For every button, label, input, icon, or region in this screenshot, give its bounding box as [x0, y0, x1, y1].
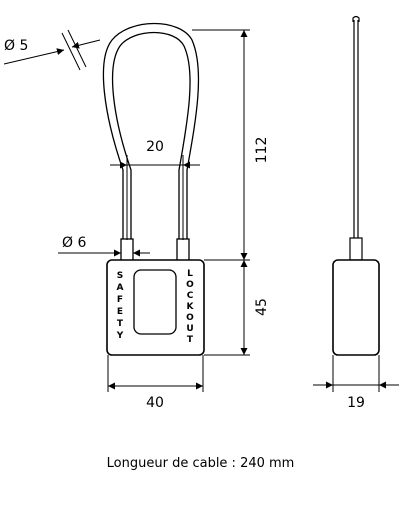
shackle-spacing-label: 20: [146, 139, 164, 155]
lockout-letter: C: [187, 291, 194, 301]
lockout-letter: O: [186, 313, 194, 323]
safety-letter: Y: [116, 331, 124, 341]
lockout-label: L O C K O U T: [186, 269, 194, 345]
cable-height-label: 112: [254, 137, 270, 164]
lockout-letter: O: [186, 280, 194, 290]
safety-letter: F: [117, 295, 123, 305]
side-ferrule: [349, 237, 363, 261]
safety-letter: E: [117, 307, 123, 317]
body-height-dimension: 45: [204, 260, 270, 356]
body-width-dimension: 40: [107, 355, 204, 411]
cable-length-caption: Longueur de cable : 240 mm: [106, 456, 295, 471]
shackle-diameter-dimension: Ø 6: [58, 235, 150, 257]
cable-height-dimension: 112: [192, 29, 270, 261]
safety-letter: T: [117, 319, 124, 329]
right-ferrule: [176, 238, 190, 262]
cable-diameter-label: Ø 5: [4, 38, 28, 54]
shackle-diameter-label: Ø 6: [62, 235, 86, 251]
body-depth-dimension: 19: [313, 355, 399, 411]
lockout-letter: T: [187, 335, 194, 345]
lock-body-recess: [133, 269, 177, 335]
side-lock-body: [332, 259, 380, 356]
lockout-letter: K: [187, 302, 195, 312]
lockout-letter: L: [187, 269, 193, 279]
safety-letter: A: [117, 283, 124, 293]
cable-loop-inner: [111, 31, 191, 240]
side-view: 19: [313, 15, 399, 411]
side-cable-cap: [352, 15, 360, 22]
cable-loop-outer: [102, 22, 200, 240]
body-depth-label: 19: [347, 395, 365, 411]
front-view: S A F E T Y L O C K O U T Ø 5: [3, 22, 270, 411]
shackle-spacing-dimension: 20: [110, 139, 200, 240]
lockout-letter: U: [186, 324, 193, 334]
cable-diameter-dimension: Ø 5: [3, 29, 101, 71]
body-width-label: 40: [146, 395, 164, 411]
body-height-label: 45: [254, 298, 270, 316]
safety-letter: S: [117, 271, 123, 281]
left-ferrule: [120, 238, 134, 262]
safety-label: S A F E T Y: [116, 271, 124, 341]
